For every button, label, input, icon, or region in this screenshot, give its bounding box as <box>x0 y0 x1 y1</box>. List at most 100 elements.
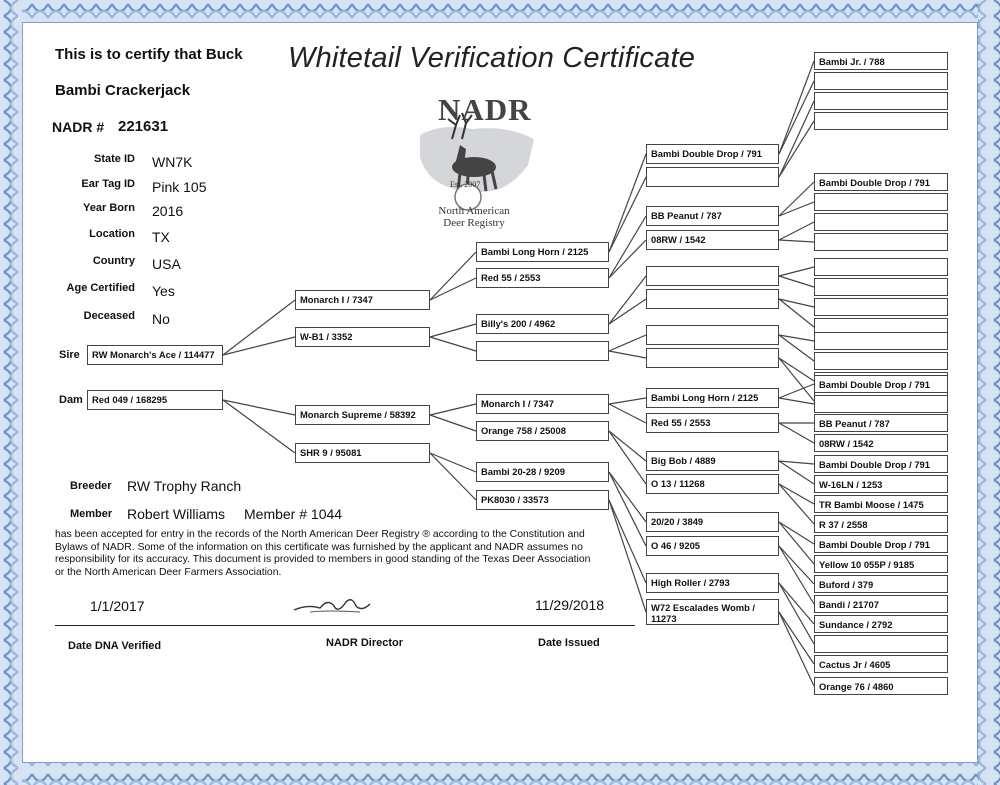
detail-label: State ID <box>94 153 135 165</box>
ancestor-box-gen4: W72 Escalades Womb / 11273 <box>646 599 779 625</box>
statement-paragraph: has been accepted for entry in the recor… <box>55 529 590 579</box>
ancestor-box-gen5 <box>814 332 948 350</box>
ancestor-box-gen5: Yellow 10 055P / 9185 <box>814 555 948 573</box>
dam-box: Red 049 / 168295 <box>87 390 223 410</box>
ancestor-box-gen5: Bandi / 21707 <box>814 595 948 613</box>
ancestor-box-gen4: High Roller / 2793 <box>646 573 779 593</box>
great-grandparent-box: Orange 758 / 25008 <box>476 421 609 441</box>
detail-value: 2016 <box>152 203 184 219</box>
member-number: Member # 1044 <box>244 506 343 522</box>
ancestor-box-gen5 <box>814 258 948 276</box>
ancestor-box-gen5: Bambi Double Drop / 791 <box>814 455 948 473</box>
detail-label: Age Certified <box>66 282 135 294</box>
ancestor-box-gen5: Bambi Double Drop / 791 <box>814 375 948 393</box>
ancestor-box-gen5: W-16LN / 1253 <box>814 475 948 493</box>
member-name: Robert Williams <box>127 506 226 522</box>
ancestor-box-gen5: Bambi Double Drop / 791 <box>814 535 948 553</box>
statement-line: or the North American Deer Farmers Assoc… <box>55 566 282 578</box>
ancestor-box-gen5 <box>814 298 948 316</box>
ancestor-box-gen4: 08RW / 1542 <box>646 230 779 250</box>
sire-label: Sire <box>59 349 80 361</box>
detail-value: No <box>152 311 170 327</box>
logo-established: Est. 2007 <box>450 180 481 189</box>
ancestor-box-gen4: Bambi Long Horn / 2125 <box>646 388 779 408</box>
detail-label: Deceased <box>83 310 135 322</box>
ancestor-box-gen4: Bambi Double Drop / 791 <box>646 144 779 164</box>
ancestor-box-gen5 <box>814 635 948 653</box>
ancestor-box-gen4 <box>646 325 779 345</box>
detail-label: Year Born <box>83 202 135 214</box>
grandparent-box: W-B1 / 3352 <box>295 327 430 347</box>
detail-value: WN7K <box>152 154 193 170</box>
ancestor-box-gen5 <box>814 72 948 90</box>
detail-label: Ear Tag ID <box>81 178 135 190</box>
nadr-label: NADR # <box>52 119 105 135</box>
ancestor-box-gen4 <box>646 348 779 368</box>
logo-name-line2: Deer Registry <box>443 217 505 229</box>
ancestor-box-gen5: Cactus Jr / 4605 <box>814 655 948 673</box>
great-grandparent-box <box>476 341 609 361</box>
signature-rule <box>55 625 635 626</box>
sire-box: RW Monarch's Ace / 114477 <box>87 345 223 365</box>
statement-line: has been accepted for entry in the recor… <box>55 529 585 540</box>
detail-value: Pink 105 <box>152 179 207 195</box>
date-issued-label: Date Issued <box>538 637 600 649</box>
date-issued-value: 11/29/2018 <box>535 597 605 613</box>
great-grandparent-box: Bambi 20-28 / 9209 <box>476 462 609 482</box>
ancestor-box-gen4: 20/20 / 3849 <box>646 512 779 532</box>
director-label: NADR Director <box>326 637 404 649</box>
ancestor-box-gen5: BB Peanut / 787 <box>814 414 948 432</box>
ancestor-box-gen5: Bambi Jr. / 788 <box>814 52 948 70</box>
great-grandparent-box: Monarch I / 7347 <box>476 394 609 414</box>
nadr-logo: NADR Est. 2007 North American Deer Regis… <box>412 92 542 235</box>
ancestor-box-gen4: O 13 / 11268 <box>646 474 779 494</box>
logo-acronym: NADR <box>438 92 532 127</box>
ancestor-box-gen5: TR Bambi Moose / 1475 <box>814 495 948 513</box>
ancestor-box-gen5 <box>814 193 948 211</box>
deer-map-icon <box>420 112 534 211</box>
ancestor-box-gen5 <box>814 352 948 370</box>
ancestor-box-gen5: 08RW / 1542 <box>814 434 948 452</box>
member-label: Member <box>70 508 113 520</box>
great-grandparent-box: PK8030 / 33573 <box>476 490 609 510</box>
great-grandparent-box: Billy's 200 / 4962 <box>476 314 609 334</box>
detail-value: TX <box>152 229 170 245</box>
logo-name-line1: North American <box>438 205 510 217</box>
breeder-label: Breeder <box>70 480 112 492</box>
detail-value: USA <box>152 256 181 272</box>
certificate-title: Whitetail Verification Certificate <box>288 42 696 74</box>
grandparent-box: SHR 9 / 95081 <box>295 443 430 463</box>
great-grandparent-box: Red 55 / 2553 <box>476 268 609 288</box>
date-dna-label: Date DNA Verified <box>68 640 162 652</box>
ancestor-box-gen4: BB Peanut / 787 <box>646 206 779 226</box>
ancestor-box-gen5 <box>814 233 948 251</box>
ancestor-box-gen4: Red 55 / 2553 <box>646 413 779 433</box>
great-grandparent-box: Bambi Long Horn / 2125 <box>476 242 609 262</box>
detail-value: Yes <box>152 283 175 299</box>
detail-label: Country <box>92 255 135 267</box>
ancestor-box-gen5: Buford / 379 <box>814 575 948 593</box>
ancestor-box-gen5: Sundance / 2792 <box>814 615 948 633</box>
grandparent-box: Monarch I / 7347 <box>295 290 430 310</box>
detail-label: Location <box>89 228 135 240</box>
ancestor-box-gen5 <box>814 278 948 296</box>
date-dna-value: 1/1/2017 <box>90 598 145 614</box>
director-signature <box>293 599 371 613</box>
statement-line: responsibility for its accuracy. This do… <box>55 554 591 565</box>
nadr-number: 221631 <box>118 118 169 135</box>
ancestor-box-gen5 <box>814 92 948 110</box>
certify-line: This is to certify that Buck <box>55 46 243 63</box>
buck-name: Bambi Crackerjack <box>55 82 191 99</box>
ancestor-box-gen4 <box>646 289 779 309</box>
ancestor-box-gen5: R 37 / 2558 <box>814 515 948 533</box>
breeder-value: RW Trophy Ranch <box>127 478 242 494</box>
ancestor-box-gen4 <box>646 266 779 286</box>
statement-line: Bylaws of NADR. Some of the information … <box>55 541 583 553</box>
ancestor-box-gen4: Big Bob / 4889 <box>646 451 779 471</box>
dam-label: Dam <box>59 394 83 406</box>
ancestor-box-gen5: Orange 76 / 4860 <box>814 677 948 695</box>
ancestor-box-gen4 <box>646 167 779 187</box>
ancestor-box-gen5 <box>814 213 948 231</box>
